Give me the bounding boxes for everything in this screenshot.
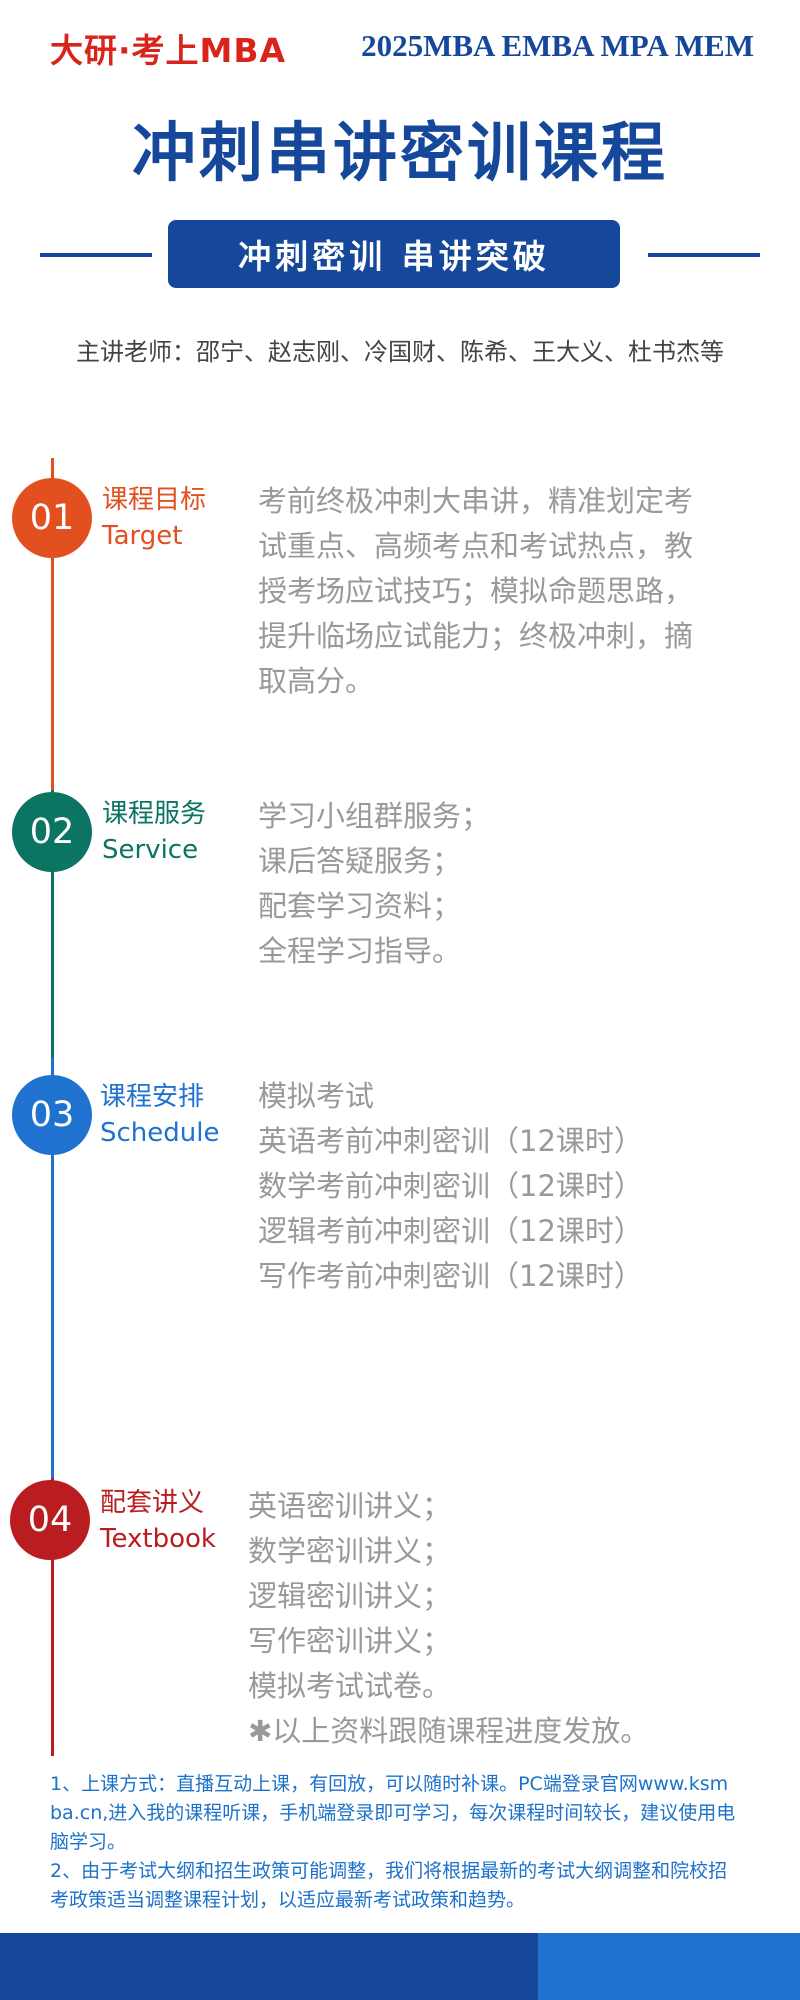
- section-title-en: Schedule: [100, 1118, 220, 1148]
- timeline-line-3: [51, 1058, 54, 1478]
- section-body: 模拟考试 英语考前冲刺密训（12课时） 数学考前冲刺密训（12课时） 逻辑考前冲…: [258, 1074, 643, 1299]
- timeline-line-1: [51, 458, 54, 790]
- slogan-banner: 冲刺密训 串讲突破: [168, 220, 620, 288]
- body-line: 取高分。: [258, 664, 375, 698]
- section-title: 课程安排 Schedule: [100, 1079, 219, 1151]
- body-line: 课后答疑服务；: [258, 844, 462, 878]
- body-line: 模拟考试试卷。: [248, 1669, 452, 1703]
- section-number-badge: 04: [10, 1480, 90, 1560]
- footer-bar-light: [538, 1933, 800, 2000]
- section-title: 配套讲义 Textbook: [100, 1485, 216, 1557]
- section-body: 考前终极冲刺大串讲，精准划定考 试重点、高频考点和考试热点，教 授考场应试技巧；…: [258, 479, 693, 704]
- section-number-badge: 02: [12, 792, 92, 872]
- section-title-en: Service: [102, 835, 199, 865]
- section-title-cn: 课程安排: [100, 1082, 205, 1112]
- section-title-cn: 配套讲义: [100, 1488, 205, 1518]
- divider-left: [40, 253, 152, 257]
- section-body: 学习小组群服务； 课后答疑服务； 配套学习资料； 全程学习指导。: [258, 794, 490, 974]
- section-number-badge: 03: [12, 1075, 92, 1155]
- notes: 1、上课方式：直播互动上课，有回放，可以随时补课。PC端登录官网www.ksmb…: [50, 1770, 740, 1915]
- section-title-cn: 课程服务: [102, 799, 207, 829]
- body-line: 学习小组群服务；: [258, 799, 491, 833]
- body-line: 英语考前冲刺密训（12课时）: [258, 1124, 643, 1158]
- body-line: 写作密训讲义；: [248, 1624, 452, 1658]
- program-list: 2025MBA EMBA MPA MEM: [361, 28, 754, 63]
- timeline-line-4: [51, 1478, 54, 1756]
- body-line: 模拟考试: [258, 1079, 375, 1113]
- section-body: 英语密训讲义； 数学密训讲义； 逻辑密训讲义； 写作密训讲义； 模拟考试试卷。 …: [248, 1484, 649, 1754]
- note-item: 2、由于考试大纲和招生政策可能调整，我们将根据最新的考试大纲调整和院校招考政策适…: [50, 1860, 728, 1911]
- timeline-line-2: [51, 790, 54, 1058]
- body-line: 考前终极冲刺大串讲，精准划定考: [258, 484, 694, 518]
- body-line: 试重点、高频考点和考试热点，教: [258, 529, 694, 563]
- body-line: 英语密训讲义；: [248, 1489, 452, 1523]
- body-line: 配套学习资料；: [258, 889, 462, 923]
- body-line: 全程学习指导。: [258, 934, 462, 968]
- body-line: ✱以上资料跟随课程进度发放。: [248, 1714, 650, 1748]
- section-title-cn: 课程目标: [102, 485, 207, 515]
- footer-bar-dark: [0, 1933, 538, 2000]
- section-title: 课程服务 Service: [102, 796, 206, 868]
- body-line: 写作考前冲刺密训（12课时）: [258, 1259, 643, 1293]
- body-line: 提升临场应试能力；终极冲刺，摘: [258, 619, 694, 653]
- body-line: 数学密训讲义；: [248, 1534, 452, 1568]
- body-line: 授考场应试技巧；模拟命题思路，: [258, 574, 694, 608]
- body-line: 逻辑考前冲刺密训（12课时）: [258, 1214, 643, 1248]
- section-title: 课程目标 Target: [102, 482, 206, 554]
- body-line: 逻辑密训讲义；: [248, 1579, 452, 1613]
- section-title-en: Target: [102, 521, 183, 551]
- slogan-text: 冲刺密训 串讲突破: [238, 237, 550, 276]
- body-line: 数学考前冲刺密训（12课时）: [258, 1169, 643, 1203]
- brand-logo: 大研·考上MBA: [50, 31, 287, 70]
- section-title-en: Textbook: [100, 1524, 216, 1554]
- page-title: 冲刺串讲密训课程: [132, 117, 668, 191]
- divider-right: [648, 253, 760, 257]
- teachers-line: 主讲老师：邵宁、赵志刚、冷国财、陈希、王大义、杜书杰等: [76, 338, 724, 366]
- section-number-badge: 01: [12, 478, 92, 558]
- note-item: 1、上课方式：直播互动上课，有回放，可以随时补课。PC端登录官网www.ksmb…: [50, 1773, 736, 1853]
